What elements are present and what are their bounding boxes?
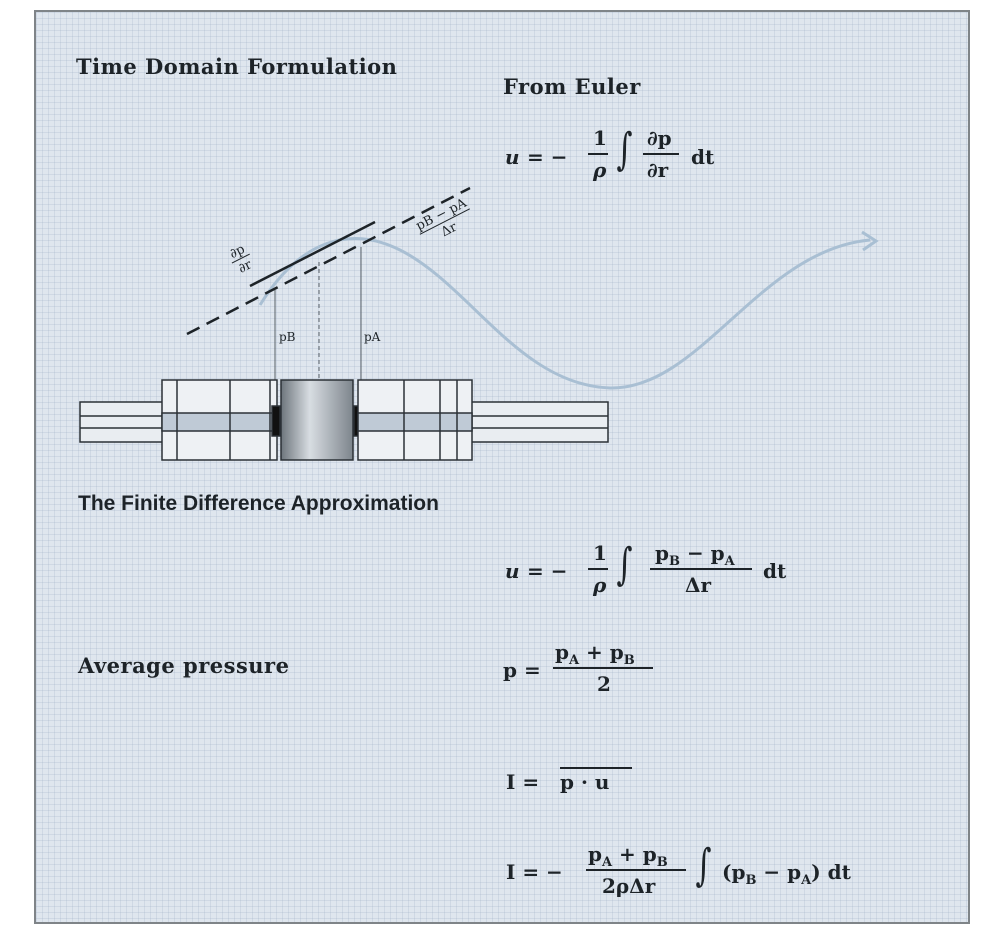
eq-euler-lhs: u — [505, 145, 520, 169]
figure-panel — [34, 10, 970, 924]
eq-euler-frac-num: 1 — [593, 126, 607, 150]
heading-time-domain: Time Domain Formulation — [76, 54, 398, 79]
equation-intensity: I = − pA + pB 2ρΔr ∫ (pB − pA) dt — [506, 842, 886, 912]
heading-from-euler: From Euler — [503, 74, 641, 99]
eq-intensity-integrand: (pB − pA) dt — [722, 860, 851, 888]
spacer — [280, 379, 354, 461]
tangent-diff-line-dashed — [186, 186, 471, 336]
microphone-b — [161, 379, 281, 461]
tangent-partial-line — [249, 220, 376, 288]
label-probe-a: pA — [364, 330, 381, 344]
wave-curve — [258, 237, 871, 390]
eq-euler-deriv-num: ∂p — [647, 126, 672, 150]
eq-euler-equals: = − — [527, 145, 568, 169]
label-diff-den: Δr — [439, 219, 460, 240]
label-probe-b: pB — [279, 330, 296, 344]
eq-fd-equals: = − — [527, 559, 568, 583]
equation-average-pressure: p = pA + pB 2 — [503, 640, 703, 710]
heading-finite-difference: The Finite Difference Approximation — [78, 492, 439, 515]
equation-euler: u = − 1 ρ ∫ ∂p ∂r dt — [505, 126, 745, 196]
eq-intensity-def-lhs: I = — [506, 770, 540, 794]
eq-euler-frac-den: ρ — [593, 158, 607, 182]
eq-fd-diff-den: Δr — [685, 573, 712, 597]
eq-avg-num: pA + pB — [555, 640, 635, 668]
integral-sign: ∫ — [616, 124, 633, 175]
heading-average-pressure: Average pressure — [78, 653, 290, 678]
eq-intensity-den: 2ρΔr — [602, 874, 656, 898]
eq-intensity-lhs: I = − — [506, 860, 563, 884]
eq-avg-den: 2 — [597, 672, 611, 696]
eq-fd-frac-den: ρ — [593, 573, 607, 597]
eq-fd-diff-num: pB − pA — [655, 541, 735, 569]
eq-euler-dt: dt — [691, 145, 715, 169]
eq-fd-dt: dt — [763, 559, 787, 583]
eq-avg-lhs: p = — [503, 658, 541, 682]
integral-sign: ∫ — [616, 539, 633, 590]
label-partial-slope: ∂p ∂r — [227, 242, 255, 277]
eq-fd-lhs: u — [505, 559, 520, 583]
eq-euler-deriv-den: ∂r — [647, 158, 669, 182]
probe-tube — [79, 401, 609, 443]
integral-sign: ∫ — [695, 840, 712, 891]
eq-intensity-num: pA + pB — [588, 842, 668, 870]
equation-intensity-definition: I = p · u — [506, 764, 666, 800]
label-partial-num: ∂p — [227, 242, 247, 262]
eq-intensity-def-rhs: p · u — [560, 770, 610, 794]
microphone-a — [353, 379, 473, 461]
label-diff-slope: pB − pA Δr — [414, 195, 470, 240]
wave-arrowhead — [861, 230, 879, 252]
equation-finite-difference: u = − 1 ρ ∫ pB − pA Δr dt — [505, 541, 805, 611]
eq-fd-frac-num: 1 — [593, 541, 607, 565]
